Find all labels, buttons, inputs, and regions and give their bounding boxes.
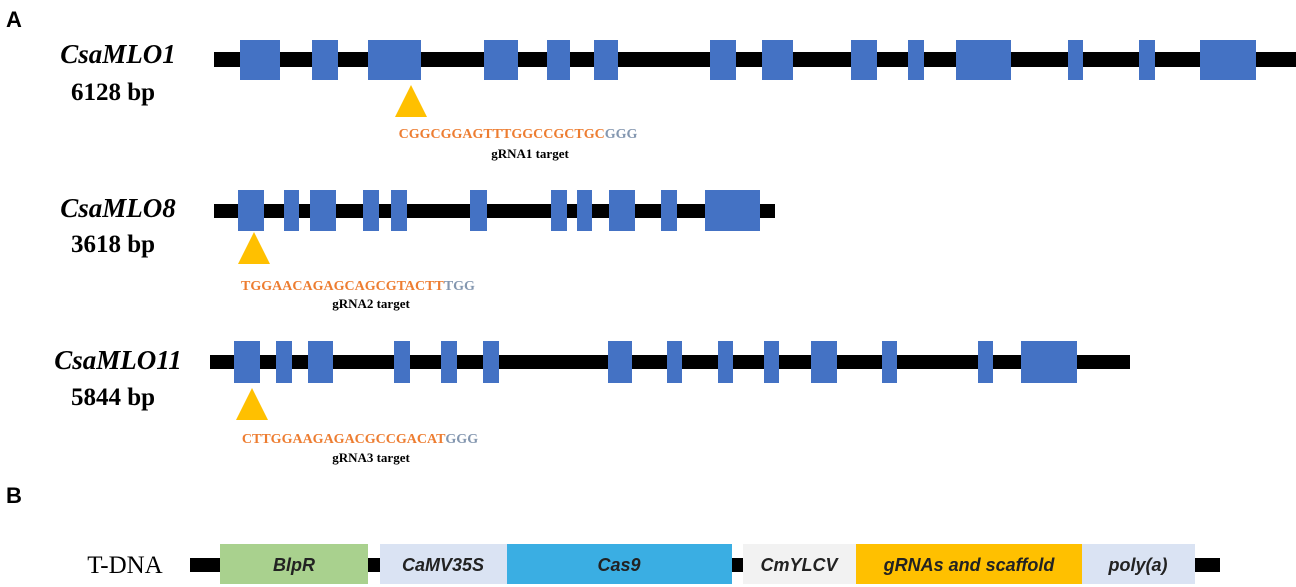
tdna-construct: T-DNA BlpR CaMV35S Cas9 CmYLCV gRNAs and… bbox=[87, 544, 1220, 584]
exon bbox=[547, 40, 570, 80]
exon bbox=[391, 190, 407, 231]
gene-csamlo8: CsaMLO8 3618 bp TGGAACAGAGCAGCGTACTTTGG … bbox=[60, 190, 775, 311]
element-box bbox=[743, 544, 856, 584]
gene-size: 6128 bp bbox=[71, 79, 155, 106]
tdna-element-grnas-scaffold: gRNAs and scaffold bbox=[856, 544, 1082, 584]
tdna-element-cas9: Cas9 bbox=[507, 544, 732, 584]
gene-name: CsaMLO11 bbox=[54, 345, 182, 375]
target-sequence-line: TGGAACAGAGCAGCGTACTTTGG bbox=[241, 279, 475, 294]
exon bbox=[762, 40, 793, 80]
gene-csamlo11: CsaMLO11 5844 bp CTTGGAAGAGACGCCGACATGGG… bbox=[54, 341, 1130, 465]
gene-size: 3618 bp bbox=[71, 231, 155, 258]
element-box bbox=[507, 544, 732, 584]
exon bbox=[1021, 341, 1077, 383]
exon bbox=[1068, 40, 1083, 80]
target-sequence: TGGAACAGAGCAGCGTACTT bbox=[241, 279, 444, 294]
target-site-marker-icon bbox=[238, 232, 270, 264]
exon bbox=[956, 40, 1011, 80]
exon bbox=[240, 40, 280, 80]
exon bbox=[470, 190, 487, 231]
exon bbox=[284, 190, 299, 231]
exon bbox=[234, 341, 260, 383]
exon bbox=[1139, 40, 1155, 80]
tdna-element-polya: poly(a) bbox=[1082, 544, 1195, 584]
element-label: gRNAs and scaffold bbox=[883, 555, 1056, 575]
exon bbox=[368, 40, 421, 80]
tdna-element-cmylcv: CmYLCV bbox=[743, 544, 856, 584]
exon bbox=[441, 341, 457, 383]
exon-group bbox=[238, 190, 760, 231]
target-sequence: CTTGGAAGAGACGCCGACAT bbox=[242, 432, 446, 447]
panel-label-a: A bbox=[6, 7, 22, 32]
exon bbox=[312, 40, 338, 80]
exon bbox=[551, 190, 567, 231]
pam-sequence: GGG bbox=[605, 127, 638, 142]
exon bbox=[608, 341, 632, 383]
target-sequence-line: CTTGGAAGAGACGCCGACATGGG bbox=[242, 432, 478, 447]
tdna-element-camv35s: CaMV35S bbox=[380, 544, 507, 584]
element-label: Cas9 bbox=[597, 555, 640, 575]
exon bbox=[609, 190, 635, 231]
exon bbox=[811, 341, 837, 383]
exon bbox=[661, 190, 677, 231]
element-label: BlpR bbox=[273, 555, 315, 575]
element-label: CmYLCV bbox=[760, 555, 839, 575]
pam-sequence: GGG bbox=[445, 432, 478, 447]
element-label: poly(a) bbox=[1107, 555, 1167, 575]
exon-group bbox=[234, 341, 1077, 383]
exon bbox=[882, 341, 897, 383]
exon bbox=[594, 40, 618, 80]
exon bbox=[308, 341, 333, 383]
exon bbox=[1200, 40, 1256, 80]
target-sequence: CGGCGGAGTTTGGCCGCTGC bbox=[399, 127, 605, 142]
target-sequence-line: CGGCGGAGTTTGGCCGCTGCGGG bbox=[399, 127, 638, 142]
exon bbox=[851, 40, 877, 80]
exon bbox=[764, 341, 779, 383]
exon bbox=[363, 190, 379, 231]
gene-name: CsaMLO1 bbox=[60, 39, 176, 69]
tdna-label: T-DNA bbox=[87, 552, 162, 579]
target-label: gRNA1 target bbox=[491, 146, 569, 161]
element-label: CaMV35S bbox=[402, 555, 484, 575]
exon bbox=[483, 341, 499, 383]
element-box bbox=[380, 544, 507, 584]
exon bbox=[310, 190, 336, 231]
exon bbox=[667, 341, 682, 383]
gene-csamlo1: CsaMLO1 6128 bp CGGCGGAGTTTGGCCGCTGCGGG … bbox=[60, 39, 1296, 161]
target-label: gRNA2 target bbox=[332, 296, 410, 311]
exon-group bbox=[240, 40, 1256, 80]
exon bbox=[484, 40, 518, 80]
exon bbox=[718, 341, 733, 383]
target-site-marker-icon bbox=[395, 85, 427, 117]
target-label: gRNA3 target bbox=[332, 450, 410, 465]
target-site-marker-icon bbox=[236, 388, 268, 420]
exon bbox=[276, 341, 292, 383]
panel-label-b: B bbox=[6, 483, 22, 508]
exon bbox=[394, 341, 410, 383]
exon bbox=[908, 40, 924, 80]
gene-size: 5844 bp bbox=[71, 384, 155, 411]
element-box bbox=[856, 544, 1082, 584]
exon bbox=[978, 341, 993, 383]
exon bbox=[577, 190, 592, 231]
exon bbox=[710, 40, 736, 80]
gene-name: CsaMLO8 bbox=[60, 193, 176, 223]
pam-sequence: TGG bbox=[444, 279, 475, 294]
element-box bbox=[220, 544, 368, 584]
tdna-element-blpr: BlpR bbox=[220, 544, 368, 584]
element-box bbox=[1082, 544, 1195, 584]
exon bbox=[705, 190, 760, 231]
exon bbox=[238, 190, 264, 231]
